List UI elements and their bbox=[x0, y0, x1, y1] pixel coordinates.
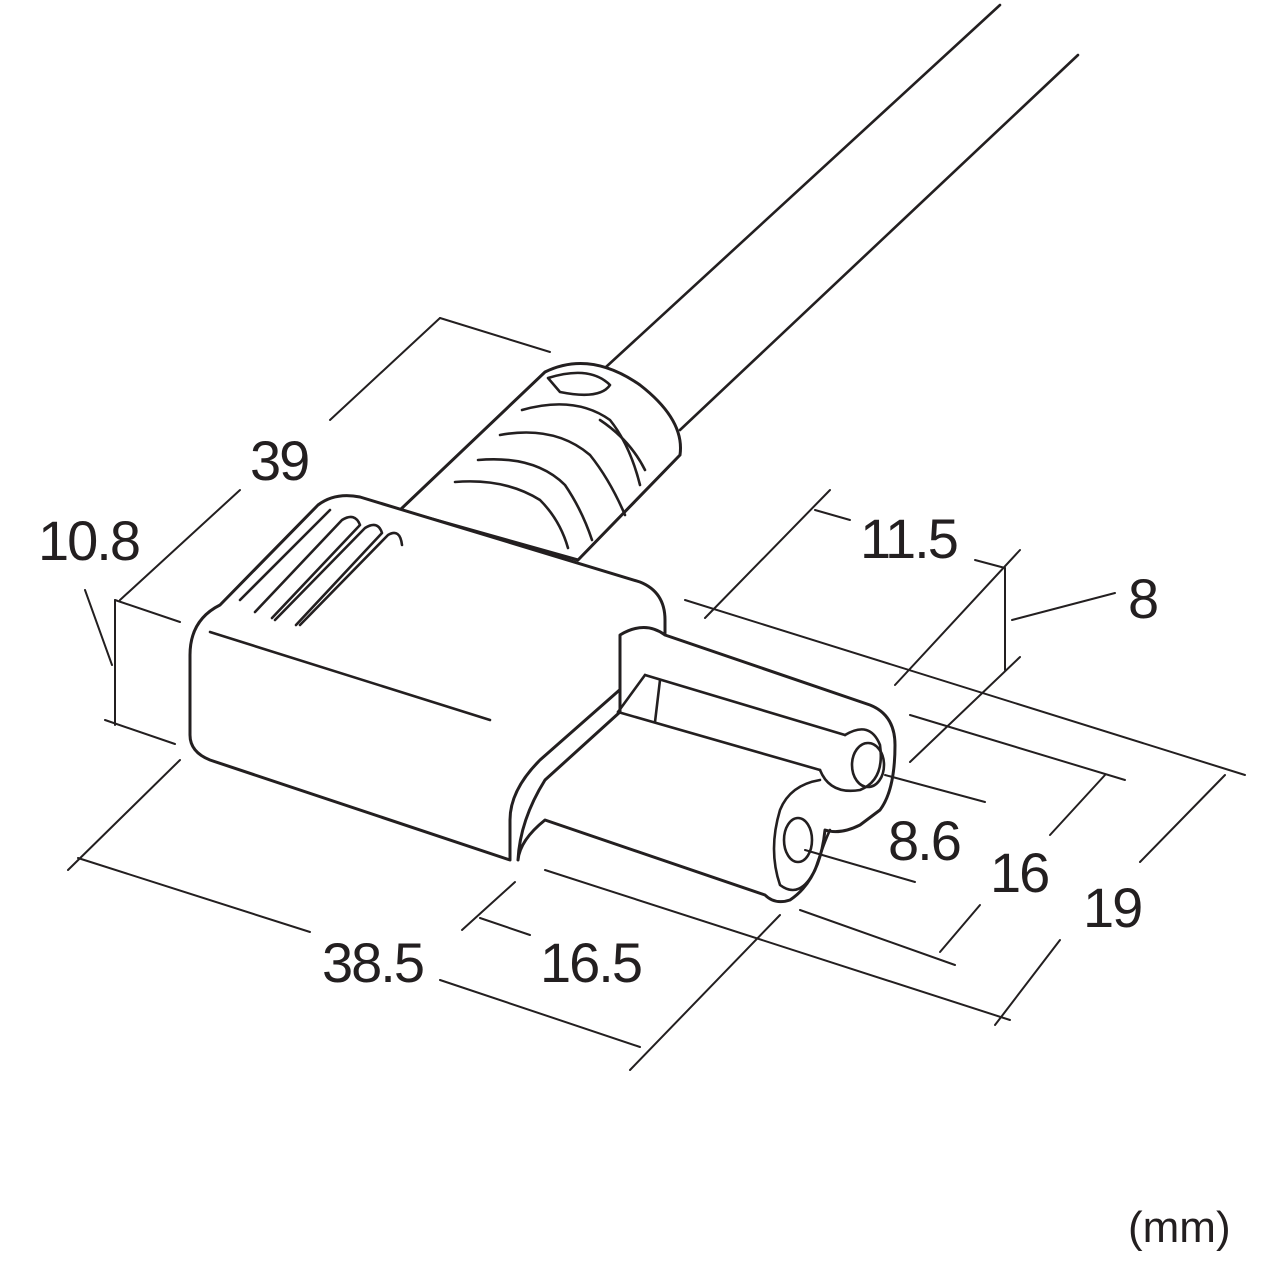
dimension-line-16-5 bbox=[461, 881, 781, 1071]
socket-front bbox=[516, 626, 897, 904]
dimension-line-8-6 bbox=[804, 656, 1021, 883]
dimension-label-19: 19 bbox=[1083, 876, 1141, 939]
dimension-line-19 bbox=[544, 599, 1246, 1026]
dimension-label-8: 8 bbox=[1128, 567, 1157, 630]
dimension-label-10-8: 10.8 bbox=[38, 509, 139, 572]
dimension-line-11-5 bbox=[704, 489, 1021, 686]
dimension-label-38-5: 38.5 bbox=[322, 931, 423, 994]
dimension-label-8-6: 8.6 bbox=[888, 809, 960, 872]
power-cable bbox=[604, 3, 1080, 432]
dimension-label-16: 16 bbox=[990, 841, 1048, 904]
dimension-label-39: 39 bbox=[250, 429, 308, 492]
dimension-line-38-5 bbox=[67, 759, 641, 1048]
strain-relief-boot bbox=[398, 362, 682, 562]
connector-body bbox=[188, 494, 667, 862]
dimension-line-10-8 bbox=[84, 589, 181, 745]
dimension-label-16-5: 16.5 bbox=[540, 931, 641, 994]
dimension-line-8 bbox=[1004, 567, 1116, 671]
unit-label: (mm) bbox=[1128, 1203, 1231, 1252]
dimension-label-11-5: 11.5 bbox=[860, 507, 957, 570]
dimension-line-16 bbox=[799, 714, 1126, 966]
dimension-line-39 bbox=[119, 317, 551, 601]
